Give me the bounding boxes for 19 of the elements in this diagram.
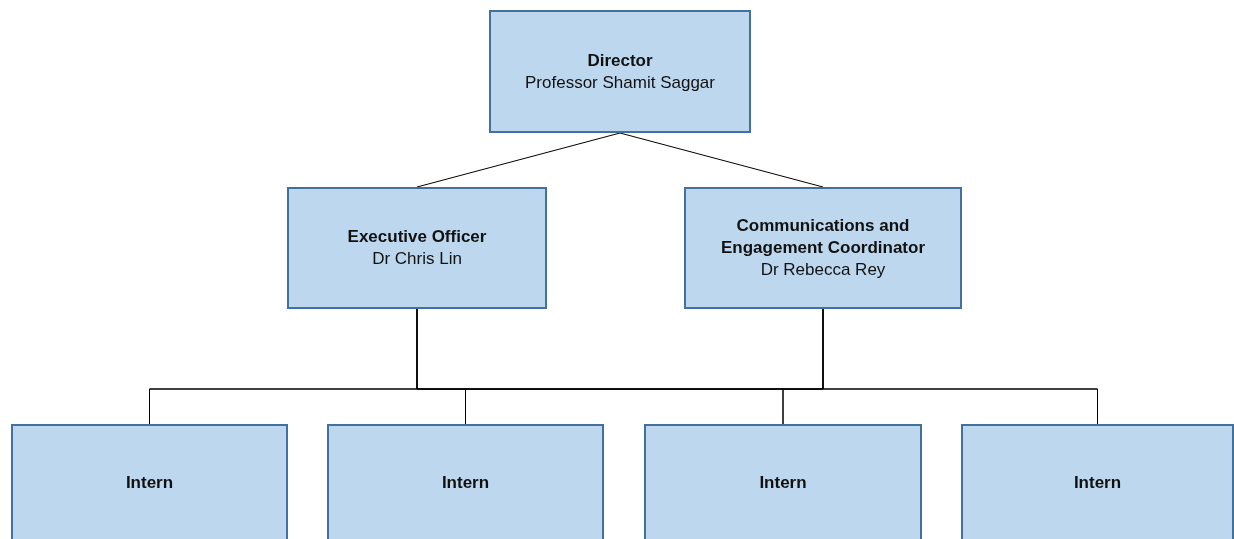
- role-title: Director: [587, 49, 653, 72]
- intern-box: [644, 424, 922, 539]
- role-title: Intern: [759, 471, 807, 494]
- role-title: Executive Officer: [347, 226, 487, 248]
- intern-box: [11, 424, 288, 539]
- person-name: Dr Chris Lin: [372, 248, 462, 270]
- intern-box: [327, 424, 604, 539]
- role-box: [287, 187, 547, 309]
- role-title: Intern: [1073, 471, 1122, 494]
- role-title: Communications and Engagement Coordinator: [720, 215, 926, 259]
- person-name: Professor Shamit Saggar: [525, 71, 715, 94]
- connector-line: [619, 132, 824, 188]
- connector-line: [416, 132, 621, 188]
- role-box: [489, 10, 751, 133]
- intern-box: [961, 424, 1234, 539]
- person-name: Dr Rebecca Rey: [760, 259, 886, 281]
- role-title: Intern: [441, 471, 490, 494]
- role-box: [684, 187, 962, 309]
- role-title: Intern: [125, 471, 174, 494]
